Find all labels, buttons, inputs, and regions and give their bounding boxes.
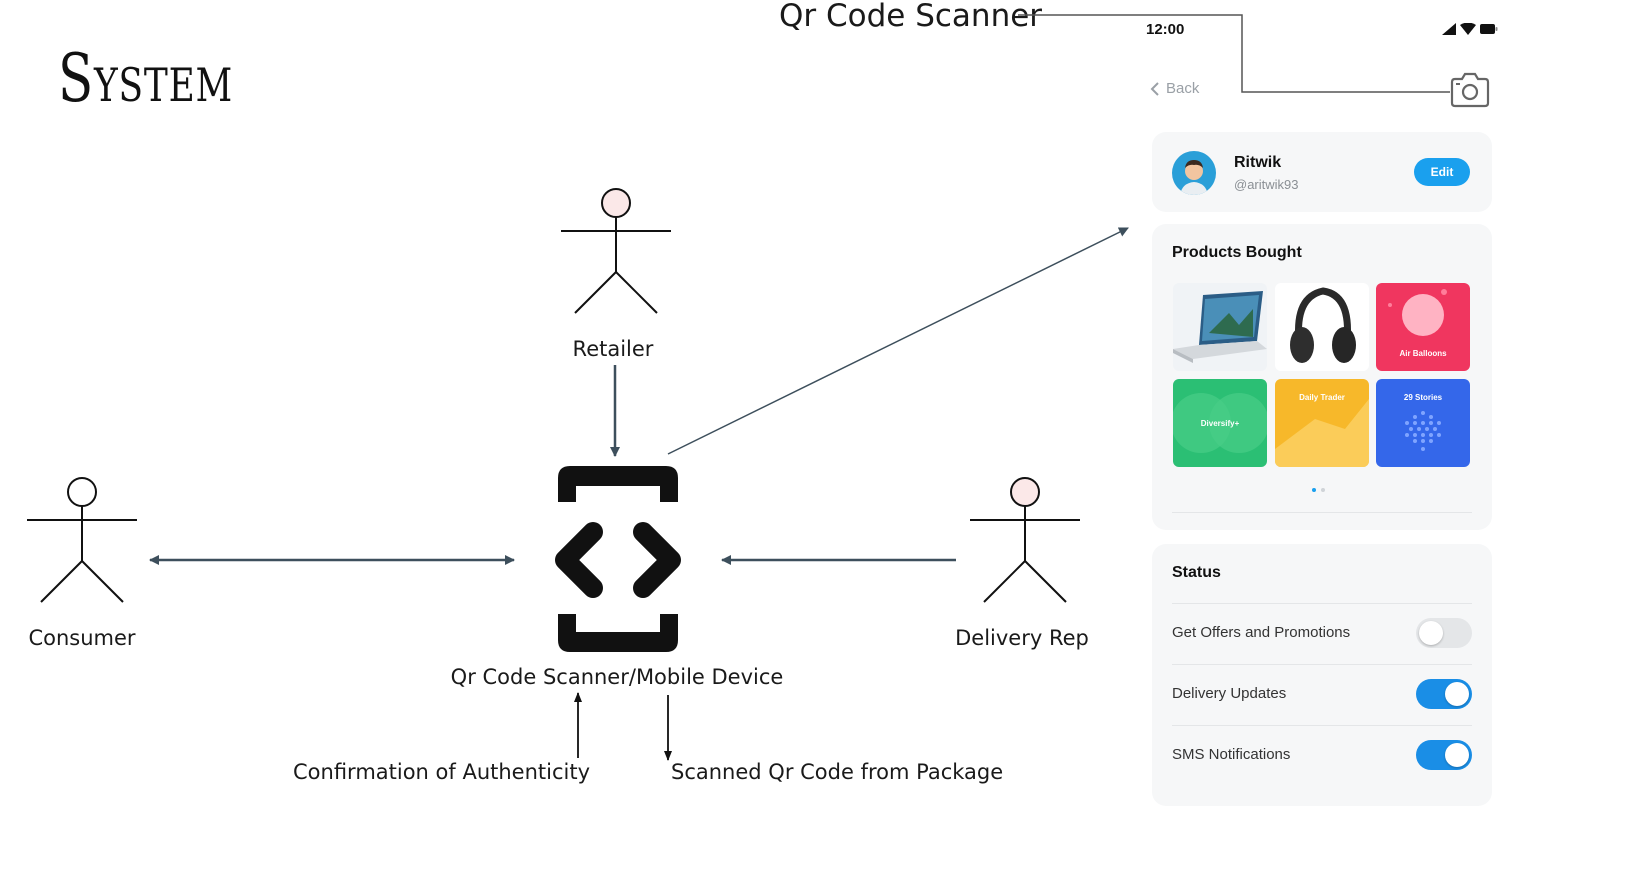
status-label: Get Offers and Promotions xyxy=(1172,624,1351,641)
pagination-dot[interactable] xyxy=(1321,488,1325,492)
balloon-icon xyxy=(1388,289,1447,336)
toggle-knob xyxy=(1445,682,1469,706)
device-label: Qr Code Scanner/Mobile Device xyxy=(451,665,784,689)
retailer-actor xyxy=(561,188,671,314)
status-title: Status xyxy=(1172,564,1221,581)
scanned-label: Scanned Qr Code from Package xyxy=(671,760,1003,784)
qr-scanner-device-icon xyxy=(555,466,681,652)
retailer-label: Retailer xyxy=(573,337,654,361)
status-row-delivery: Delivery Updates xyxy=(1172,664,1472,724)
status-row-sms: SMS Notifications xyxy=(1172,725,1472,785)
product-tile-air-balloons[interactable]: Air Balloons xyxy=(1376,283,1470,371)
delivery-rep-actor xyxy=(970,477,1080,603)
profile-card: Ritwik @aritwik93 Edit xyxy=(1152,132,1492,212)
product-tile-headphones[interactable] xyxy=(1275,283,1369,371)
back-label: Back xyxy=(1166,80,1200,97)
status-label: Delivery Updates xyxy=(1172,685,1287,702)
wifi-icon xyxy=(1460,23,1476,35)
edit-profile-button[interactable]: Edit xyxy=(1414,158,1470,186)
offers-toggle[interactable] xyxy=(1416,618,1472,648)
confirmation-label: Confirmation of Authenticity xyxy=(293,760,590,784)
toggle-knob xyxy=(1445,743,1469,767)
retailer-head xyxy=(601,188,631,218)
divider xyxy=(1172,512,1472,513)
consumer-actor xyxy=(27,477,137,603)
laptop-icon xyxy=(1173,291,1267,363)
device-to-app-arrow xyxy=(667,227,1129,455)
system-title: System xyxy=(58,40,234,117)
delivery-rep-head xyxy=(1010,477,1040,507)
pagination-dot-active[interactable] xyxy=(1312,488,1316,492)
profile-handle: @aritwik93 xyxy=(1234,177,1299,192)
status-bar: 12:00 xyxy=(1128,18,1518,44)
user-avatar-icon xyxy=(1180,160,1208,195)
delivery-rep-label: Delivery Rep xyxy=(955,626,1089,650)
callout-label: Qr Code Scanner xyxy=(779,0,1042,34)
product-tile-laptop[interactable] xyxy=(1173,283,1267,371)
consumer-head xyxy=(67,477,97,507)
product-tile-29-stories[interactable]: 29 Stories xyxy=(1376,379,1470,467)
status-row-offers: Get Offers and Promotions xyxy=(1172,603,1472,663)
tile-label: 29 Stories xyxy=(1403,393,1443,402)
tile-label: Daily Trader xyxy=(1299,393,1345,402)
products-title: Products Bought xyxy=(1172,244,1302,261)
back-button[interactable]: Back xyxy=(1150,80,1199,97)
consumer-label: Consumer xyxy=(28,626,135,650)
status-time: 12:00 xyxy=(1146,21,1185,38)
system-icons xyxy=(1442,23,1498,35)
cellular-signal-icon xyxy=(1442,23,1456,35)
camera-icon[interactable] xyxy=(1448,70,1492,110)
status-label: SMS Notifications xyxy=(1172,746,1291,763)
overlapping-circles-icon xyxy=(1173,393,1267,453)
toggle-knob xyxy=(1419,621,1443,645)
carousel-pagination[interactable] xyxy=(1312,488,1325,492)
battery-icon xyxy=(1480,24,1498,34)
mobile-app-screen: 12:00 Back Ritwik @aritwik93 Edit Produc… xyxy=(1128,0,1518,884)
products-bought-card: Products Bought Air Balloon xyxy=(1152,224,1492,530)
product-tile-diversify[interactable]: Diversify+ xyxy=(1173,379,1267,467)
callout-connector xyxy=(1018,14,1450,93)
delivery-updates-toggle[interactable] xyxy=(1416,679,1472,709)
tile-label: Air Balloons xyxy=(1399,349,1447,358)
chevron-left-icon xyxy=(1150,81,1159,96)
product-tile-daily-trader[interactable]: Daily Trader xyxy=(1275,379,1369,467)
tile-label: Diversify+ xyxy=(1200,419,1240,428)
status-card: Status Get Offers and Promotions Deliver… xyxy=(1152,544,1492,806)
chart-area-icon xyxy=(1275,399,1369,467)
profile-name: Ritwik xyxy=(1234,154,1282,171)
avatar[interactable] xyxy=(1172,151,1216,195)
headphones-icon xyxy=(1290,287,1356,363)
sms-notifications-toggle[interactable] xyxy=(1416,740,1472,770)
dot-pattern-icon xyxy=(1405,411,1441,451)
